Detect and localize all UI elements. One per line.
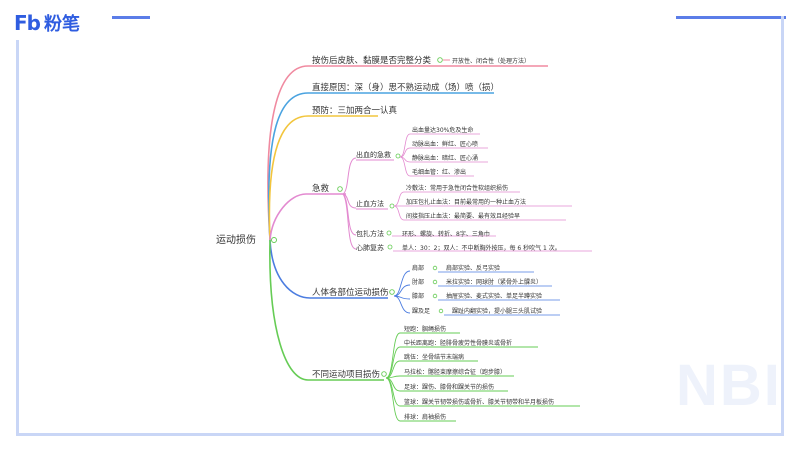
brand-name: 粉笔 (43, 14, 80, 35)
stop-bleeding-expand-icon[interactable] (389, 203, 395, 209)
body-part-row: 踝及足 踝趾内翻实验，提小腿三头肌试验 (412, 307, 560, 316)
bleeding-item: 动脉出血：鲜红、匠心喷 (412, 140, 478, 148)
body-part-label: 踝及足 (412, 308, 430, 315)
frame-top-right-line (676, 16, 786, 19)
cpr-value: 单人：30：2；双人：不中断胸外按压，每 6 秒吹气 1 次。 (402, 244, 561, 252)
sport-injury-item: 短跑：腘绳损伤 (404, 325, 446, 333)
branch-b6-title: 不同运动项目损伤 (312, 369, 380, 380)
frame-bottom-edge (16, 433, 784, 436)
body-part-test: 踝趾内翻实验，提小腿三头肌试验 (452, 307, 542, 315)
sport-injury-item: 中长距离跑：胫腓骨疲劳性骨膜炎或骨折 (404, 339, 512, 347)
stop-bleeding-item: 冷敷法：常用于急性闭合性软组织损伤 (406, 184, 508, 192)
body-part-label: 膝部 (412, 292, 424, 300)
watermark-text: NBI (676, 353, 782, 418)
branch-b1-title: 按伤后皮肤、黏膜是否完整分类 (312, 55, 432, 66)
bleeding-expand-icon[interactable] (395, 153, 401, 159)
stop-bleeding-item: 加压包扎止血法：目前最常用的一种止血方法 (406, 198, 526, 206)
bandage-value: 环形、螺旋、转折、8字、三角巾 (402, 230, 490, 238)
branch-b5-expand-icon[interactable] (389, 289, 395, 295)
bleeding-item: 出血量达30%危及生命 (412, 126, 473, 134)
branch-line-b5 (269, 239, 388, 299)
first-aid-bleeding-title: 出血的急救 (356, 150, 391, 159)
sport-injury-item: 篮球：踝关节韧带损伤或骨折、膝关节韧带和半月板损伤 (404, 398, 554, 406)
body-part-test: 肩部实验、反弓实验 (446, 264, 500, 272)
body-part-expand-icon[interactable] (432, 265, 438, 271)
branch-b6-expand-icon[interactable] (381, 371, 387, 377)
root-node-label: 运动损伤 (216, 233, 256, 246)
sport-injury-item: 马拉松：髂胫束摩擦综合征（跑步膝） (404, 368, 506, 376)
branch-line-b4 (269, 193, 346, 241)
first-aid-bandage-title: 包扎方法 (356, 229, 384, 238)
body-part-test: 米拉实验：网球肘（紧骨外上髁炎） (446, 278, 542, 286)
sport-injury-item: 足球：踝伤、膝骨和踝关节的损伤 (404, 383, 494, 391)
frame-top-left-line (112, 16, 150, 19)
branch-b4-expand-icon[interactable] (337, 186, 343, 192)
bandage-expand-icon[interactable] (386, 230, 392, 236)
branch-line-b3 (268, 115, 378, 241)
branch-b1-expand-icon[interactable] (437, 57, 443, 63)
sport-injury-item: 排球：肩袖损伤 (404, 413, 446, 421)
brand-mark: Fb (14, 11, 41, 35)
body-part-expand-icon[interactable] (438, 308, 444, 314)
body-part-row: 膝部 抽屉实验、麦式实验、单足半蹲实验 (412, 292, 560, 301)
first-aid-stop-bleeding-title: 止血方法 (356, 199, 384, 208)
branch-b5-title: 人体各部位运动损伤 (312, 287, 389, 298)
first-aid-cpr-title: 心肺复苏 (356, 243, 384, 252)
branch-b2-title: 直接原因：深（身）思不熟运动成（场）喷（损） (312, 82, 499, 93)
branch-b3-title: 预防：三加两合一认真 (312, 105, 398, 116)
root-expand-icon[interactable] (271, 237, 277, 243)
body-part-label: 肩部 (412, 264, 424, 272)
sport-injury-item: 跳伍：坐骨结节末端病 (404, 353, 464, 361)
body-part-row: 肘部 米拉实验：网球肘（紧骨外上髁炎） (412, 278, 552, 287)
frame-right-edge (781, 16, 784, 436)
brand-logo: Fb 粉笔 (14, 10, 80, 36)
branch-b4-title: 急救 (312, 183, 330, 194)
body-part-expand-icon[interactable] (432, 293, 438, 299)
body-part-expand-icon[interactable] (432, 279, 438, 285)
bleeding-item: 毛细血管：红、渗出 (412, 168, 466, 176)
stop-bleeding-item: 间接指压止血法：最简要、最有效且经验早 (406, 212, 520, 220)
body-part-label: 肘部 (412, 278, 424, 286)
body-part-test: 抽屉实验、麦式实验、单足半蹲实验 (446, 292, 542, 300)
frame-left-edge (16, 40, 19, 436)
bleeding-item: 静脉出血：暗红、匠心涌 (412, 154, 478, 162)
branch-b1-note: 开放性、闭合性（处理方法） (452, 57, 530, 65)
cpr-expand-icon[interactable] (387, 244, 393, 250)
branch-line-b6 (269, 239, 384, 381)
body-part-row: 肩部 肩部实验、反弓实验 (412, 264, 534, 273)
